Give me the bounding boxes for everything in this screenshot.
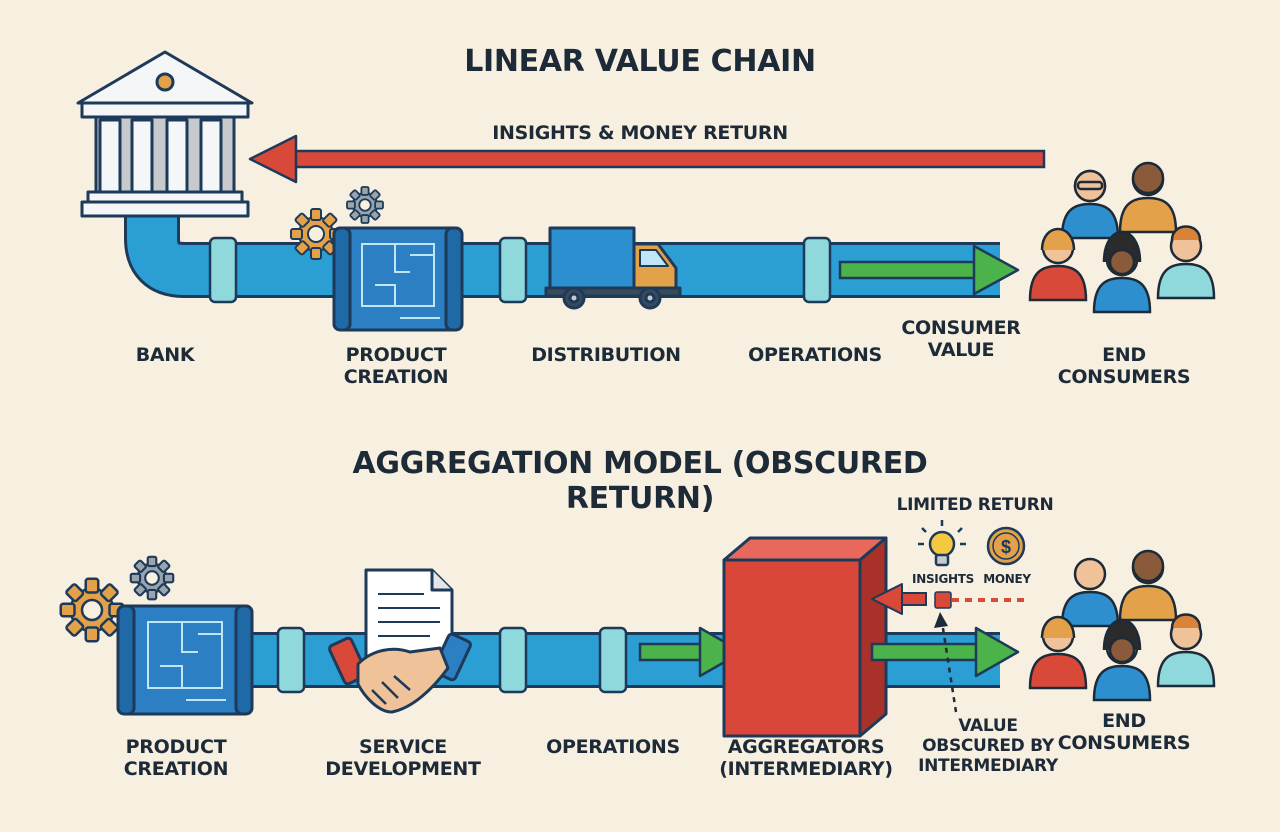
insights-label: INSIGHTS [912, 572, 974, 586]
truck-icon [544, 226, 682, 310]
bank-icon [76, 50, 254, 218]
linear-title: LINEAR VALUE CHAIN [464, 44, 816, 79]
people-icon [1028, 161, 1216, 314]
limited-return-label: LIMITED RETURN [896, 495, 1054, 515]
end-consumers-label-2: END CONSUMERS [1057, 710, 1191, 755]
consumer-value-arrow [838, 244, 1020, 296]
bank-label: BANK [135, 344, 195, 366]
aggregation-title: AGGREGATION MODEL (OBSCURED RETURN) [352, 446, 928, 517]
obscured-value-arrow [870, 626, 1020, 678]
operations-value-arrow [638, 626, 744, 678]
gear-icon [129, 555, 175, 601]
document-icon [364, 568, 454, 662]
aggregator-box [722, 536, 888, 738]
end-consumers-label: END CONSUMERS [1057, 344, 1191, 389]
gear-icon [59, 577, 125, 643]
aggregators-label: AGGREGATORS (INTERMEDIARY) [719, 736, 893, 781]
blueprint-icon [116, 604, 254, 716]
money-label: MONEY [983, 572, 1031, 586]
blueprint-icon [332, 226, 464, 332]
consumer-value-label: CONSUMER VALUE [901, 317, 1021, 362]
gear-icon [346, 186, 384, 224]
top-pipe [124, 210, 1000, 304]
lightbulb-icon [918, 520, 966, 567]
handshake-icon [328, 632, 472, 714]
coin-icon: $ [986, 526, 1026, 566]
product-creation-label-2: PRODUCT CREATION [123, 736, 229, 781]
obscured-pointer [934, 612, 958, 713]
people-icon [1028, 549, 1216, 702]
gear-icon [290, 208, 342, 260]
return-label: INSIGHTS & MONEY RETURN [492, 122, 788, 144]
return-arrow [248, 134, 1046, 184]
service-development-label: SERVICE DEVELOPMENT [325, 736, 481, 781]
operations-label: OPERATIONS [748, 344, 882, 366]
distribution-label: DISTRIBUTION [531, 344, 681, 366]
limited-return-arrow [871, 583, 1030, 615]
operations-label-2: OPERATIONS [546, 736, 680, 758]
product-creation-label: PRODUCT CREATION [343, 344, 449, 389]
value-obscured-label: VALUE OBSCURED BY INTERMEDIARY [918, 716, 1058, 777]
svg-text:$: $ [1001, 537, 1011, 557]
